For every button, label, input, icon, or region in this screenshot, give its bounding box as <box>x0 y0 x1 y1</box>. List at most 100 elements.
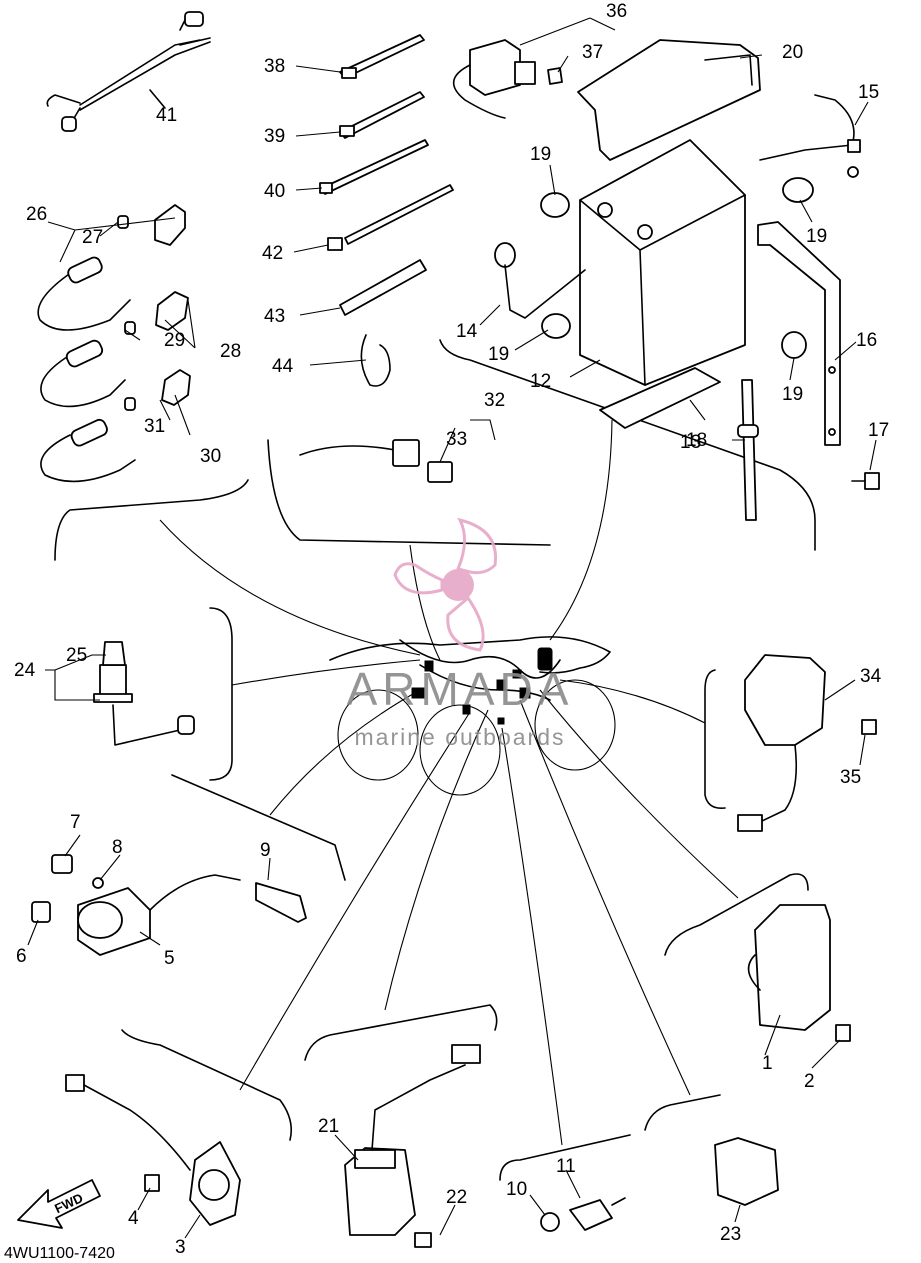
group-bracket-ignitioncoil <box>171 774 346 881</box>
label-30: 30 <box>200 446 221 467</box>
relay-assembly-36 <box>452 39 563 119</box>
label-3: 3 <box>175 1237 186 1258</box>
label-27: 27 <box>82 227 103 248</box>
battery-bracket-16 <box>757 221 841 446</box>
label-31: 31 <box>144 416 165 437</box>
label-35: 35 <box>840 767 861 788</box>
label-15: 15 <box>858 82 879 103</box>
group-bracket-rectifier2 <box>704 669 726 810</box>
label-13: 13 <box>680 432 701 453</box>
label-33: 33 <box>446 429 467 450</box>
sensor-lead-26 <box>37 204 186 331</box>
label-38: 38 <box>264 56 285 77</box>
group-bracket-rectifier <box>304 1004 498 1061</box>
group-bracket-sensors <box>54 479 249 561</box>
battery-lead-15 <box>759 94 861 178</box>
label-19a: 19 <box>530 144 551 165</box>
label-16: 16 <box>856 330 877 351</box>
label-39: 39 <box>264 126 285 147</box>
label-19b: 19 <box>806 226 827 247</box>
watermark-brand: ARMADA <box>347 663 574 715</box>
label-5: 5 <box>164 948 175 969</box>
label-17: 17 <box>868 420 889 441</box>
cdi-unit-1 <box>747 904 851 1042</box>
diagram-code: 4WU1100-7420 <box>4 1245 115 1262</box>
battery-cover-20 <box>577 39 761 161</box>
label-43: 43 <box>264 306 285 327</box>
label-18b: 18 <box>686 430 707 451</box>
label-26: 26 <box>26 204 47 225</box>
label-8: 8 <box>112 837 123 858</box>
label-11: 11 <box>556 1156 576 1177</box>
label-9: 9 <box>260 840 271 861</box>
leader-ignitioncoil <box>269 689 421 816</box>
label-19c: 19 <box>488 344 509 365</box>
label-44: 44 <box>272 356 294 377</box>
label-22: 22 <box>446 1187 467 1208</box>
label-28: 28 <box>220 341 241 362</box>
battery-lead-14 <box>494 242 586 319</box>
label-24: 24 <box>14 660 36 681</box>
label-41: 41 <box>156 105 177 126</box>
label-34: 34 <box>860 666 882 687</box>
neutral-switch-11 <box>540 1197 626 1232</box>
group-bracket-switch <box>499 1134 631 1181</box>
leader-mainswitch <box>231 659 421 686</box>
watermark-tagline: marine outboards <box>355 724 566 750</box>
group-bracket-pickup <box>121 1029 293 1141</box>
battery-pad-18 <box>599 367 721 429</box>
leader-pickup <box>239 711 471 1091</box>
sensor-lead-30 <box>40 369 191 483</box>
label-42: 42 <box>262 243 283 264</box>
label-19d: 19 <box>782 384 803 405</box>
label-37: 37 <box>582 42 603 63</box>
label-14: 14 <box>456 321 478 342</box>
label-40: 40 <box>264 181 285 202</box>
group-bracket-relay <box>267 439 551 546</box>
label-23: 23 <box>720 1224 741 1245</box>
group-bracket-mainswitch <box>209 607 233 781</box>
leader-sensors <box>159 519 421 656</box>
rectifier-regulator-21 <box>344 1044 481 1248</box>
leader-battery <box>549 419 613 641</box>
label-1: 1 <box>762 1053 773 1074</box>
label-20: 20 <box>782 42 803 63</box>
grommets-19 <box>540 177 814 359</box>
ignition-coil-5 <box>31 854 307 956</box>
label-32: 32 <box>484 390 505 411</box>
fwd-arrow: FWD <box>17 1179 101 1229</box>
group-bracket-cdi <box>664 873 809 956</box>
leader-rectifier2 <box>559 679 706 724</box>
label-2: 2 <box>804 1071 815 1092</box>
relay-33 <box>299 439 453 483</box>
wire-harness-41 <box>46 11 211 132</box>
watermark: ARMADA marine outboards <box>347 517 574 750</box>
part-labels: 1 2 3 4 5 6 7 8 9 10 11 12 13 14 15 16 1… <box>4 1 889 1262</box>
breather-pipe-13 <box>737 379 759 521</box>
label-7: 7 <box>70 812 81 833</box>
label-6: 6 <box>16 946 27 967</box>
battery-12 <box>579 139 746 386</box>
label-36: 36 <box>606 1 627 22</box>
callout-leaders <box>27 17 877 1239</box>
label-4: 4 <box>128 1208 139 1229</box>
group-bracket-battery <box>439 339 816 551</box>
rectifier-34 <box>737 654 877 832</box>
engine-outline <box>329 636 616 796</box>
leader-relay2 <box>519 699 691 1096</box>
label-12: 12 <box>530 371 551 392</box>
leader-relay <box>409 544 441 661</box>
leader-switch <box>501 727 563 1146</box>
label-10: 10 <box>506 1179 527 1200</box>
watermark-logo <box>393 517 498 652</box>
leader-cdi <box>539 689 739 899</box>
bolt-17 <box>851 472 880 490</box>
group-bracket-relay2 <box>644 1094 721 1131</box>
label-21: 21 <box>318 1116 339 1137</box>
cable-ties <box>319 34 454 387</box>
label-25: 25 <box>66 645 87 666</box>
pickup-coil-3 <box>65 1074 241 1226</box>
main-switch-24 <box>93 641 195 746</box>
